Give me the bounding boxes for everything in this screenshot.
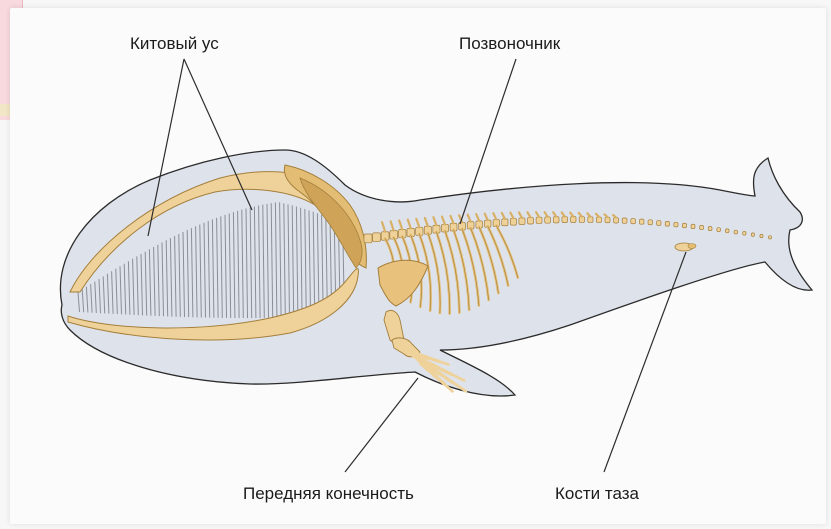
pelvis-label: Кости таза <box>555 484 639 504</box>
spine-label: Позвоночник <box>459 34 560 54</box>
vertebra <box>665 221 669 226</box>
vertebra <box>674 222 678 227</box>
vertebra <box>734 230 737 234</box>
vertebra <box>700 225 704 229</box>
baleen-label: Китовый ус <box>130 34 219 54</box>
vertebra <box>631 219 636 224</box>
vertebra <box>760 234 763 237</box>
vertebra <box>622 218 627 223</box>
vertebra <box>648 220 652 225</box>
vertebra <box>364 234 372 243</box>
vertebra <box>743 232 746 236</box>
vertebra <box>751 233 754 237</box>
vertebra <box>717 228 721 232</box>
vertebra <box>657 221 661 226</box>
vertebra <box>373 233 381 242</box>
vertebra <box>639 219 644 224</box>
vertebra <box>769 236 772 239</box>
forelimb-label: Передняя конечность <box>243 484 414 504</box>
vertebra <box>682 223 686 227</box>
vertebra <box>708 226 712 230</box>
vertebra <box>725 229 729 233</box>
vertebra <box>691 224 695 228</box>
